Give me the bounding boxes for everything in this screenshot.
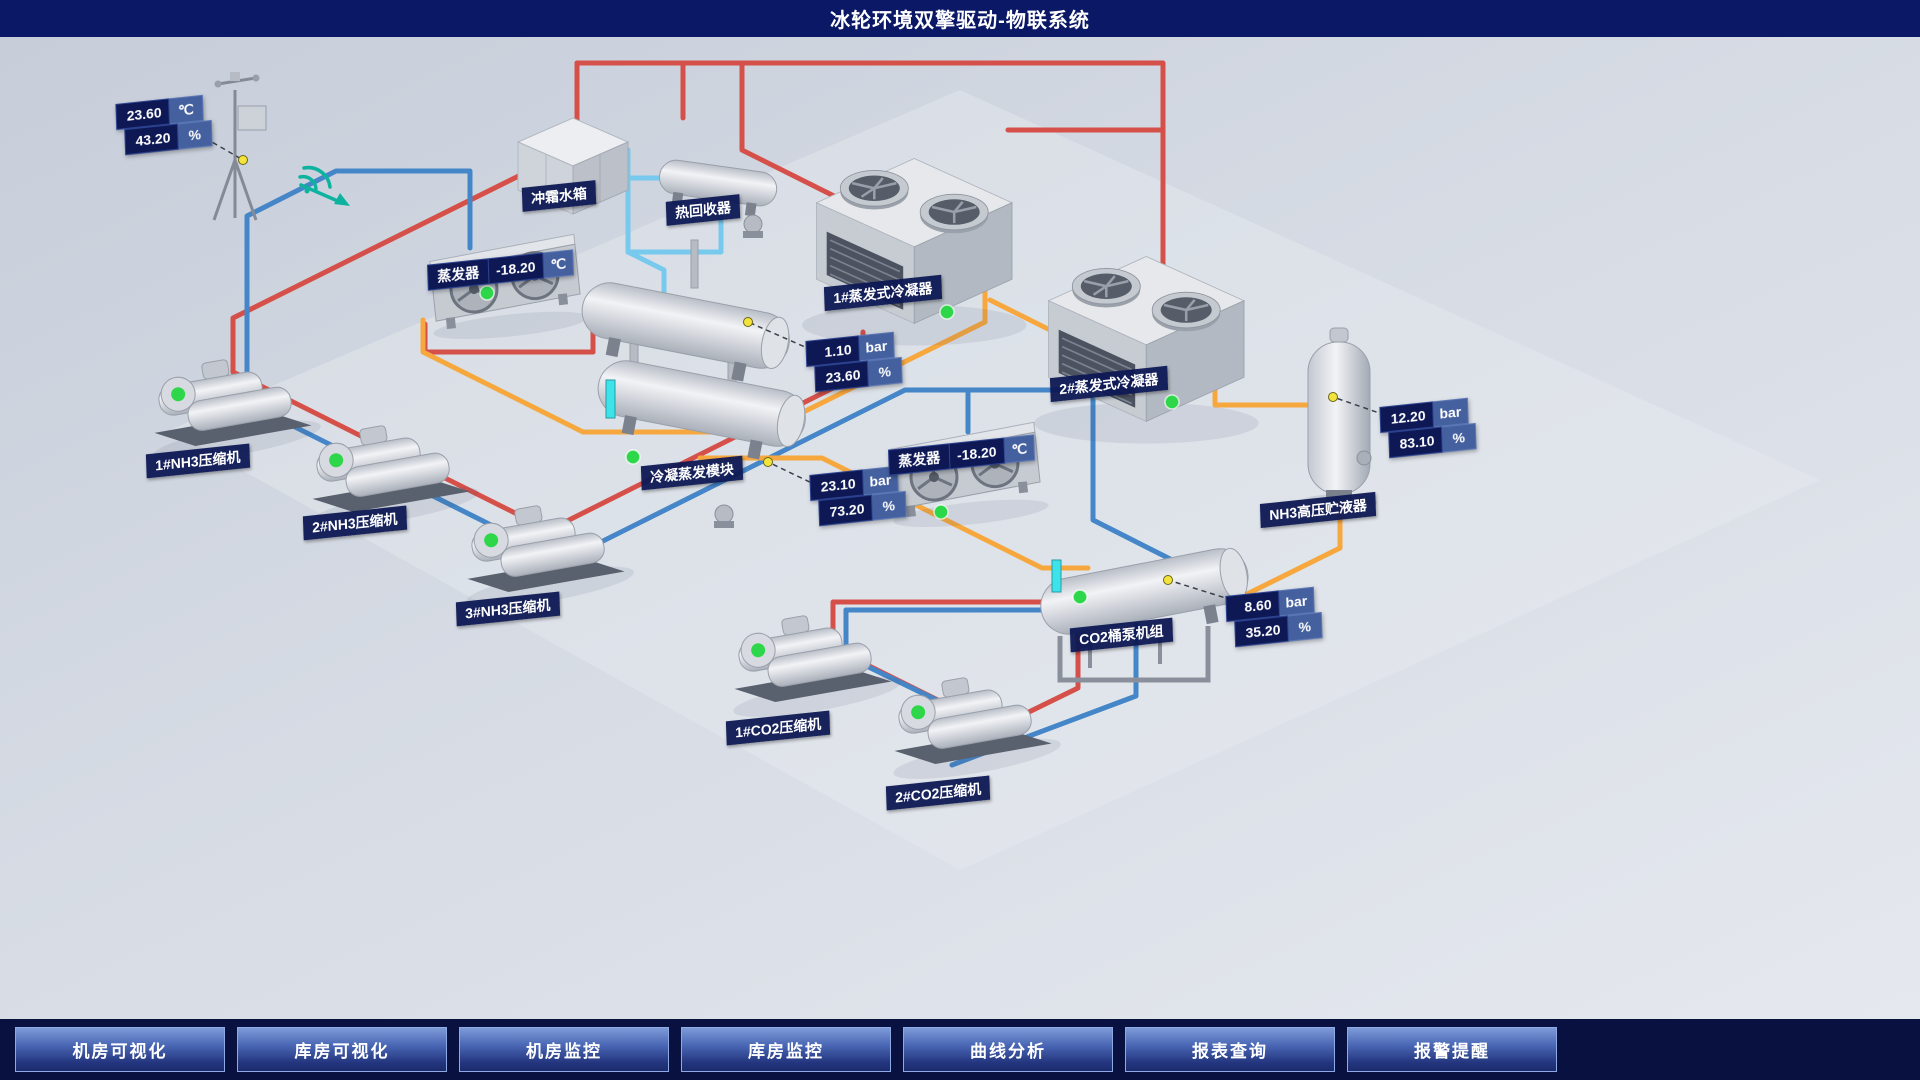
receiver-pressure-unit: bar (1433, 397, 1469, 428)
evaporator-right-unit: ℃ (1004, 434, 1036, 464)
pump-small-top (742, 214, 764, 239)
weather-station (212, 72, 267, 221)
weather-readout: 23.60 ℃ 43.20 % (115, 94, 213, 156)
co2-unit-readout: 8.60 bar 35.20 % (1225, 586, 1323, 648)
bottom-nav-bar: 机房可视化 库房可视化 机房监控 库房监控 曲线分析 报表查询 报警提醒 (0, 1019, 1920, 1080)
co2-pressure-unit: bar (1279, 586, 1315, 617)
status-indicators (479, 285, 1180, 605)
nav-warehouse-monitoring[interactable]: 库房监控 (681, 1027, 891, 1072)
nav-curve-analysis[interactable]: 曲线分析 (903, 1027, 1113, 1072)
condenser-level-unit: % (867, 356, 903, 387)
evaporator-left-unit: ℃ (543, 249, 575, 279)
module-level-unit: % (871, 490, 907, 521)
condenser-pressure-unit: bar (859, 331, 895, 362)
receiver-level-unit: % (1441, 422, 1477, 453)
nav-alarm-reminder[interactable]: 报警提醒 (1347, 1027, 1557, 1072)
co2-level-unit: % (1287, 611, 1323, 642)
wifi-signal-icon (298, 165, 350, 206)
measure-point-dots (238, 155, 1338, 585)
nav-machine-room-visualization[interactable]: 机房可视化 (15, 1027, 225, 1072)
condenser-line-readout: 1.10 bar 23.60 % (805, 331, 903, 393)
nav-report-query[interactable]: 报表查询 (1125, 1027, 1335, 1072)
nh3-receiver-readout: 12.20 bar 83.10 % (1379, 397, 1477, 459)
weather-humidity-unit: % (177, 119, 213, 150)
app-header: 冰轮环境双擎驱动-物联系统 (0, 0, 1920, 37)
weather-temp-unit: ℃ (169, 94, 204, 125)
nav-machine-room-monitoring[interactable]: 机房监控 (459, 1027, 669, 1072)
condensing-evaporating-module (573, 239, 811, 529)
page-title: 冰轮环境双擎驱动-物联系统 (830, 10, 1090, 32)
nav-warehouse-visualization[interactable]: 库房可视化 (237, 1027, 447, 1072)
